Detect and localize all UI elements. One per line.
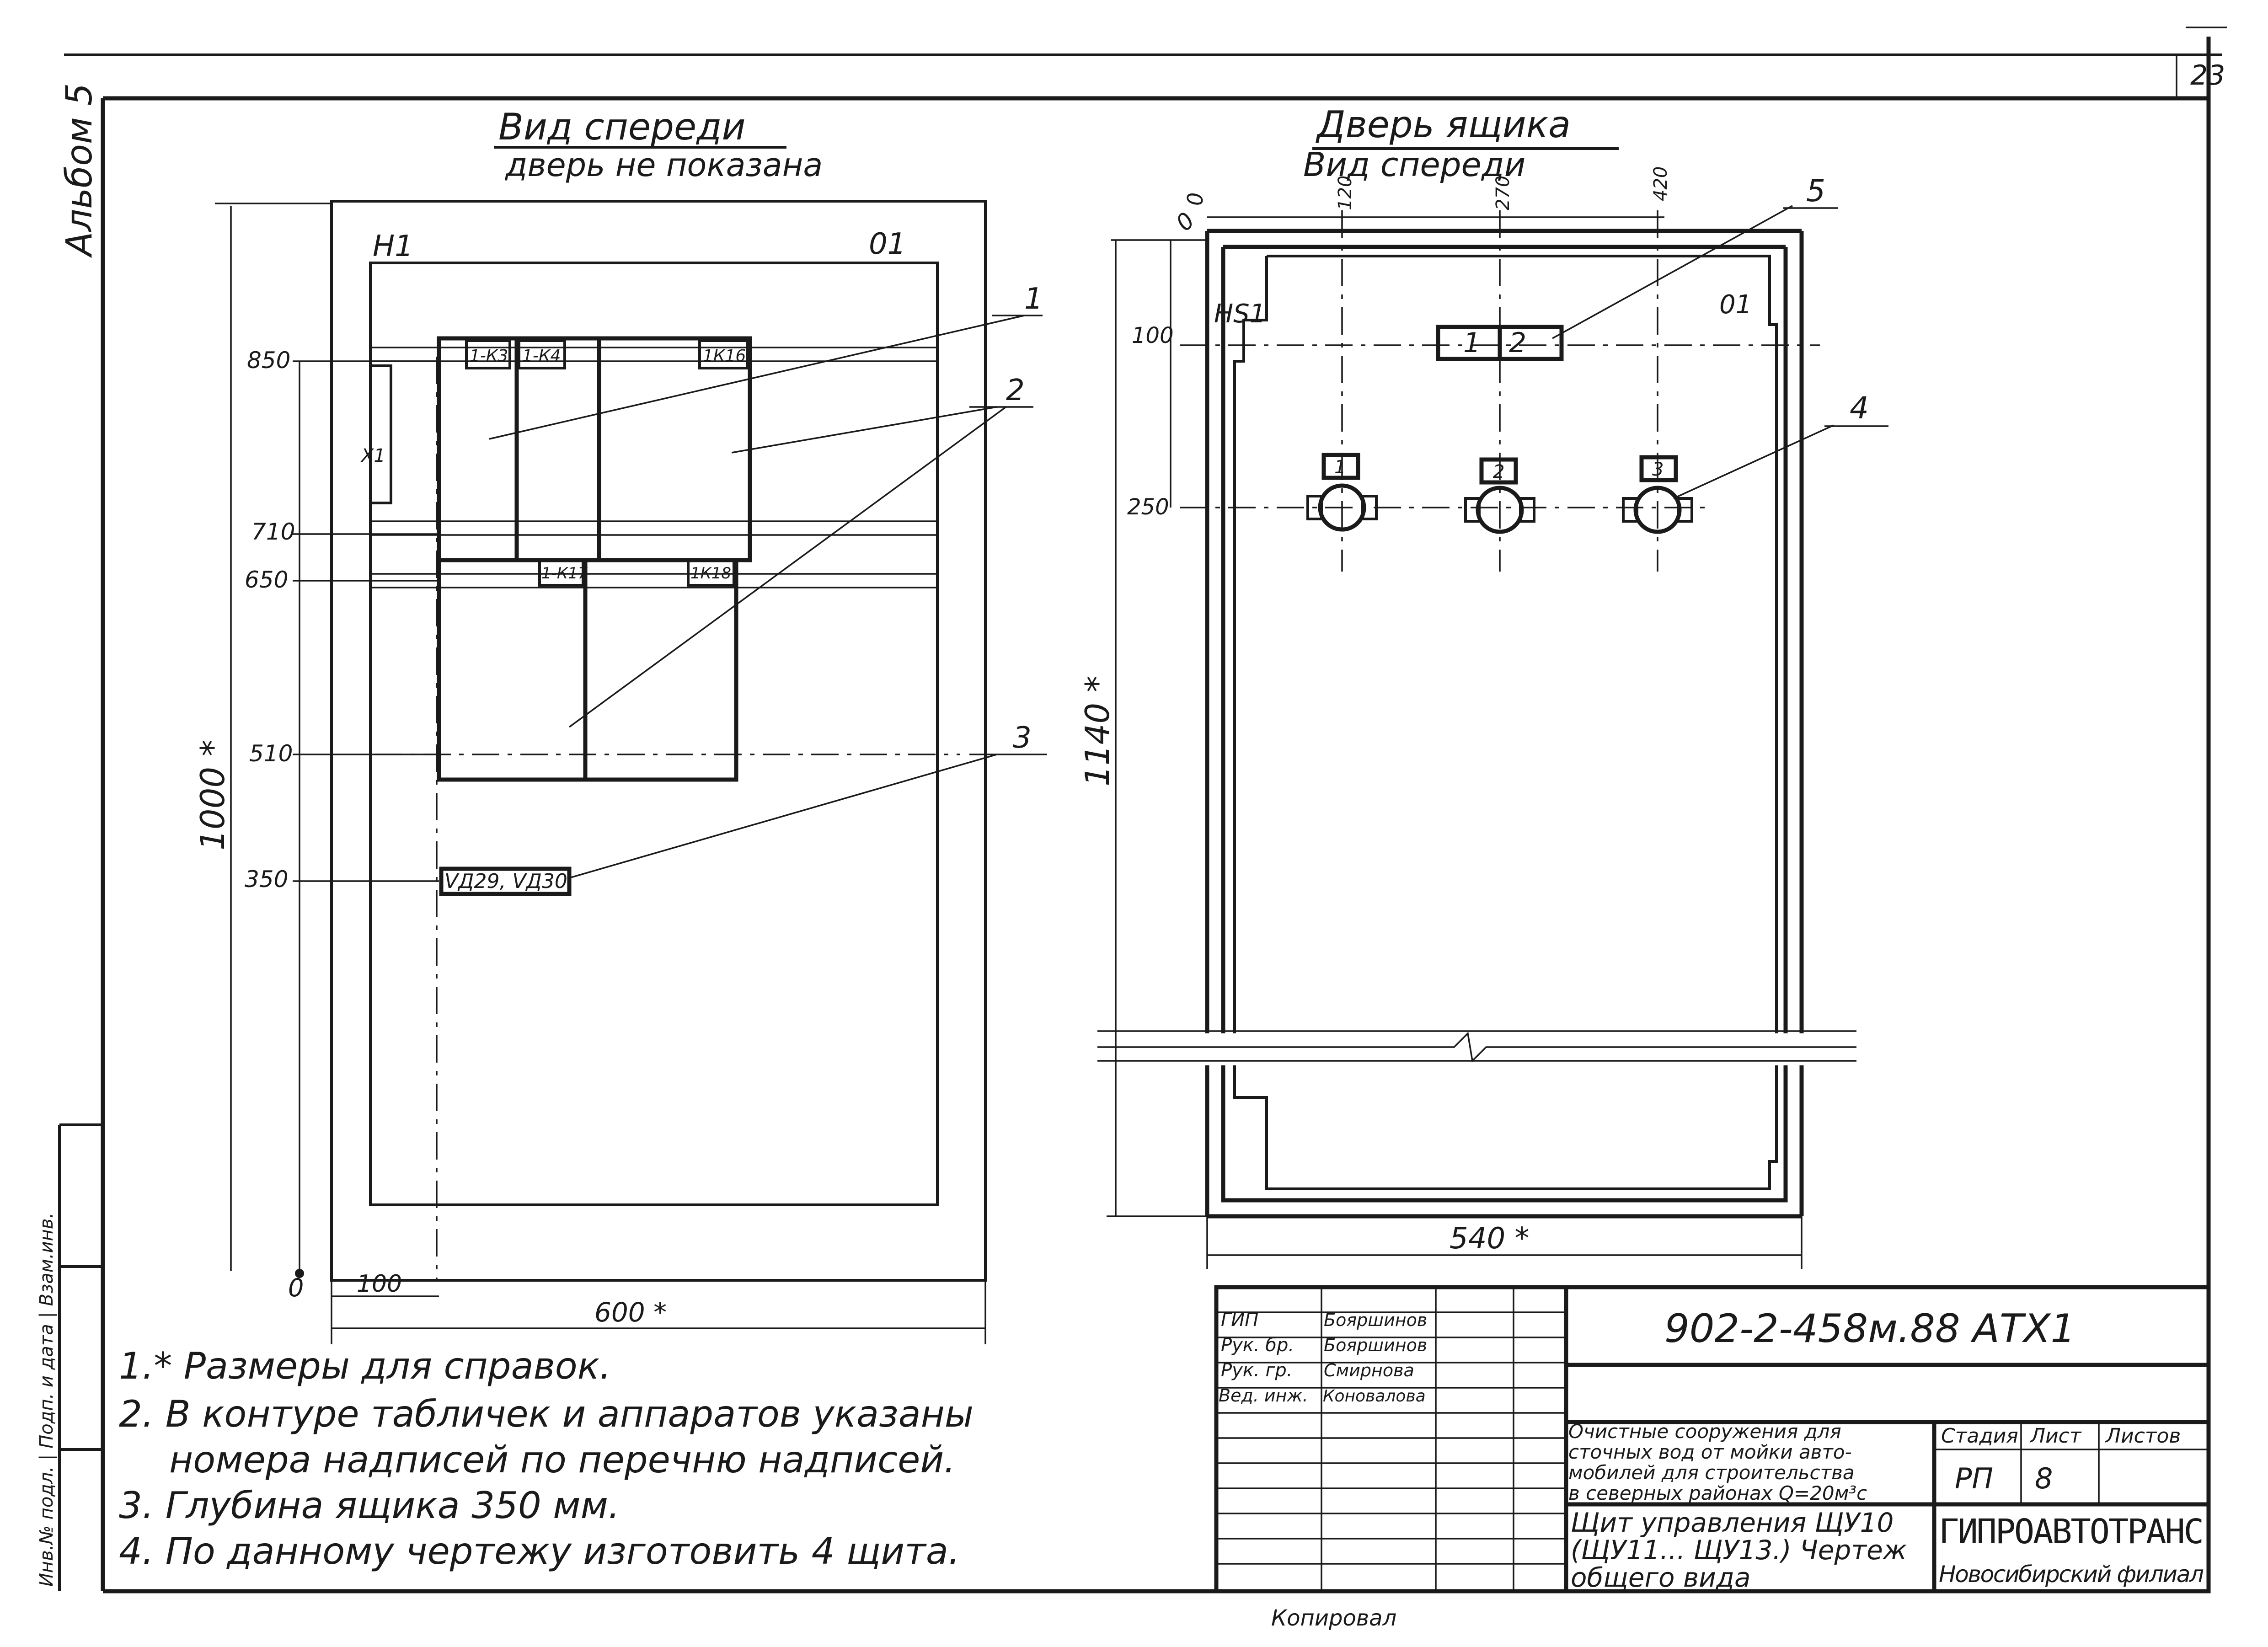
callout-4: 4 [1850, 390, 1869, 426]
signer-name-3: Смирнова [1324, 1360, 1414, 1380]
devices-mid: 1-К17 1К18 [437, 558, 738, 782]
signer-role-4: Вед. инж. [1219, 1385, 1308, 1406]
door-lamp-2: 2 [1493, 461, 1504, 482]
front-view-title: Вид спереди [498, 106, 745, 148]
door-dim-v-100: 100 [1132, 323, 1174, 348]
door-label-hs1: HS1 [1214, 299, 1266, 329]
callout-2: 2 [1006, 374, 1025, 407]
front-dim-350: 350 [245, 866, 288, 893]
front-dim-850: 850 [247, 347, 290, 374]
stage-value: РП [1955, 1462, 1993, 1495]
front-view: Вид спереди дверь не показана H1 01 X1 1… [193, 106, 1047, 1344]
device-label-1k18: 1К18 [690, 564, 731, 583]
note-1: 1.* Размеры для справок. [119, 1345, 611, 1387]
callout-1: 1 [1024, 282, 1043, 316]
door-view: Дверь ящика Вид спереди HS1 01 1 2 [1078, 103, 1888, 1269]
device-strip-label: VД29, VД30 [444, 870, 567, 893]
drawing-title-1: Щит управления ЩУ10 [1571, 1507, 1894, 1538]
door-dim-h-0: 0 [1183, 193, 1208, 206]
device-label-1k3: 1-К3 [470, 347, 508, 365]
project-desc-3: мобилей для строительства [1568, 1461, 1855, 1484]
door-plate-1: 1 [1463, 327, 1481, 359]
project-desc-1: Очистные сооружения для [1568, 1420, 1841, 1443]
front-dim-650: 650 [245, 567, 288, 593]
front-label-h1: H1 [373, 230, 413, 263]
sheet-value: 8 [2035, 1462, 2053, 1495]
org-branch: Новосибирский филиал [1939, 1561, 2204, 1588]
door-dim-v-250: 250 [1127, 494, 1169, 520]
front-dim-100: 100 [357, 1270, 402, 1298]
drawing-title-2: (ЩУ11... ЩУ13.) Чертеж [1571, 1535, 1907, 1566]
note-3: 3. Глубина ящика 350 мм. [119, 1484, 620, 1527]
side-stamp: Инв.№ подл. | Подп. и дата | Взам.инв. [36, 1123, 103, 1591]
door-view-title: Дверь ящика [1316, 103, 1571, 146]
album-label: Альбом 5 [59, 83, 100, 258]
door-dim-h-420: 420 [1650, 166, 1671, 201]
note-2-cont: номера надписей по перечню надписей. [169, 1438, 956, 1481]
sheet-header: Лист [2029, 1424, 2082, 1448]
front-dim-510: 510 [249, 740, 293, 767]
side-stamp-text: Инв.№ подл. | Подп. и дата | Взам.инв. [36, 1213, 57, 1587]
drawing-title-3: общего вида [1571, 1562, 1750, 1593]
sheet-number-corner: 23 [2190, 59, 2225, 91]
din-rails [369, 347, 938, 588]
callout-5: 5 [1806, 173, 1825, 209]
signer-name-2: Бояршинов [1324, 1335, 1427, 1355]
front-dim-overall-height: 1000 * [193, 740, 232, 850]
notes: 1.* Размеры для справок. 2. В контуре та… [119, 1345, 974, 1572]
signer-name-1: Бояршинов [1324, 1310, 1427, 1330]
door-dim-origin: 0 [1171, 207, 1200, 236]
device-label-1k17: 1-К17 [541, 564, 588, 583]
org-name: ГИПРОАВТОТРАНС [1939, 1512, 2204, 1551]
signer-role-1: ГИП [1221, 1310, 1258, 1331]
front-dim-overall-width: 600 * [594, 1297, 667, 1328]
front-dim-710: 710 [251, 519, 295, 545]
door-dim-overall-height: 1140 * [1078, 676, 1117, 786]
door-dim-h-120: 120 [1335, 176, 1356, 210]
front-view-subtitle: дверь не показана [505, 146, 823, 184]
project-desc-2: сточных вод от мойки авто- [1568, 1441, 1852, 1463]
front-dim-origin: 0 [288, 1273, 304, 1302]
drawing-code: 902-2-458м.88 АТХ1 [1664, 1306, 2075, 1352]
stage-header: Стадия [1941, 1424, 2018, 1448]
callout-3: 3 [1013, 721, 1032, 755]
device-label-1k16: 1К16 [703, 347, 746, 365]
project-desc-4: в северных районах Q=20м³с [1568, 1482, 1867, 1504]
device-label-1k4: 1-К4 [522, 347, 561, 365]
copied-by: Копировал [1271, 1605, 1396, 1631]
signer-role-2: Рук. бр. [1221, 1335, 1294, 1356]
note-2: 2. В контуре табличек и аппаратов указан… [119, 1393, 974, 1435]
door-label-o1: 01 [1719, 290, 1752, 320]
signer-role-3: Рук. гр. [1221, 1360, 1293, 1381]
signer-name-4: Коновалова [1323, 1387, 1426, 1406]
door-view-subtitle: Вид спереди [1303, 145, 1525, 184]
front-label-x1: X1 [360, 445, 385, 466]
note-4: 4. По данному чертежу изготовить 4 щита. [119, 1530, 960, 1572]
front-label-o1: 01 [869, 227, 906, 261]
door-lamp-1: 1 [1334, 457, 1346, 478]
sheets-header: Листов [2105, 1424, 2181, 1448]
devices-top: 1-К3 1-К4 1К16 [437, 336, 752, 562]
door-dim-h-270: 270 [1492, 176, 1514, 210]
title-block: 902-2-458м.88 АТХ1 ГИП Бояршинов Рук. бр… [1214, 1285, 2211, 1594]
door-plate-2: 2 [1509, 327, 1526, 359]
door-dim-overall-width: 540 * [1450, 1222, 1530, 1256]
